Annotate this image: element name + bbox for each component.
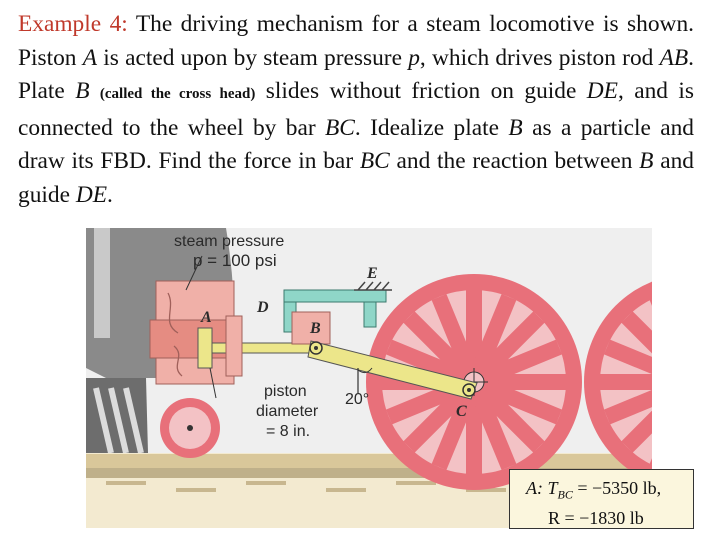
- guide-de-post: [363, 301, 377, 328]
- rail-top: [86, 454, 652, 468]
- problem-text: slides without friction on guide: [255, 78, 587, 105]
- var-BC: BC: [325, 114, 355, 141]
- problem-text: is acted upon by steam pressure: [97, 44, 409, 71]
- piston-diameter-arrow: [209, 367, 217, 399]
- guide-support-hatch: [354, 281, 392, 291]
- answer-subscript: BC: [557, 487, 573, 502]
- var-A: A: [82, 44, 98, 71]
- steam-lines: [167, 292, 183, 377]
- label-e: E: [366, 265, 378, 282]
- var-BC: BC: [359, 148, 390, 175]
- pressure-value-label: p = 100 psi: [193, 251, 277, 270]
- problem-text: and guide: [18, 148, 695, 208]
- var-DE: DE: [586, 78, 618, 105]
- example-label: Example 4:: [18, 11, 128, 37]
- label-c: C: [456, 403, 467, 420]
- piston: [197, 327, 213, 369]
- piston-label-2: diameter: [256, 403, 319, 420]
- pin-c-center: [467, 388, 471, 392]
- problem-text: . Idealize plate: [354, 114, 509, 141]
- steam-pressure-label: steam pressure: [174, 233, 284, 250]
- cross-head-note: (called the cross head): [99, 86, 256, 103]
- problem-statement: Example 4: The driving mechanism for a s…: [18, 8, 694, 213]
- var-B: B: [75, 78, 90, 105]
- problem-text: as a particle and draw its FBD. Find the…: [18, 114, 695, 175]
- var-B: B: [639, 148, 654, 175]
- pin-b-center: [314, 346, 318, 350]
- problem-text: .: [107, 181, 113, 208]
- label-a: A: [200, 309, 212, 326]
- rail-ties: [106, 481, 506, 492]
- cylinder-flange: [225, 315, 243, 377]
- guide-de-top: [283, 289, 387, 303]
- problem-text: and the reaction between: [389, 148, 640, 175]
- answer-prefix: A:: [526, 478, 543, 498]
- connecting-rod-bc: [307, 340, 478, 400]
- pressure-arrow: [185, 255, 203, 291]
- problem-text: , and is connected to the wheel by bar: [18, 78, 695, 141]
- var-B: B: [508, 114, 523, 141]
- answer-box: A: TBC = −5350 lb, R = −1830 lb: [509, 469, 694, 529]
- problem-text: , which drives piston rod: [419, 44, 660, 71]
- var-p: p: [408, 44, 420, 71]
- rail: [86, 468, 652, 478]
- answer-t: T: [547, 478, 558, 498]
- pilot-stripes: [93, 387, 144, 454]
- var-DE: DE: [75, 181, 108, 208]
- angle-label: 20°: [345, 391, 369, 408]
- boiler-highlight: [94, 228, 110, 338]
- angle-arc: [357, 367, 373, 374]
- answer-line-1: A: TBC = −5350 lb,: [526, 477, 687, 507]
- answer-tbc-value: = −5350 lb,: [572, 478, 662, 498]
- problem-text: The driving mechanism for a steam locomo…: [18, 11, 694, 71]
- piston-label-1: piston: [264, 383, 307, 400]
- piston-label-3: = 8 in.: [266, 423, 310, 440]
- var-AB: AB: [659, 44, 689, 71]
- answer-line-2: R = −1830 lb: [548, 507, 644, 528]
- rear-wheel: [584, 281, 652, 483]
- pony-wheel: [160, 398, 220, 458]
- label-b: B: [309, 320, 321, 337]
- problem-text: . Plate: [18, 44, 694, 105]
- label-d: D: [256, 299, 269, 316]
